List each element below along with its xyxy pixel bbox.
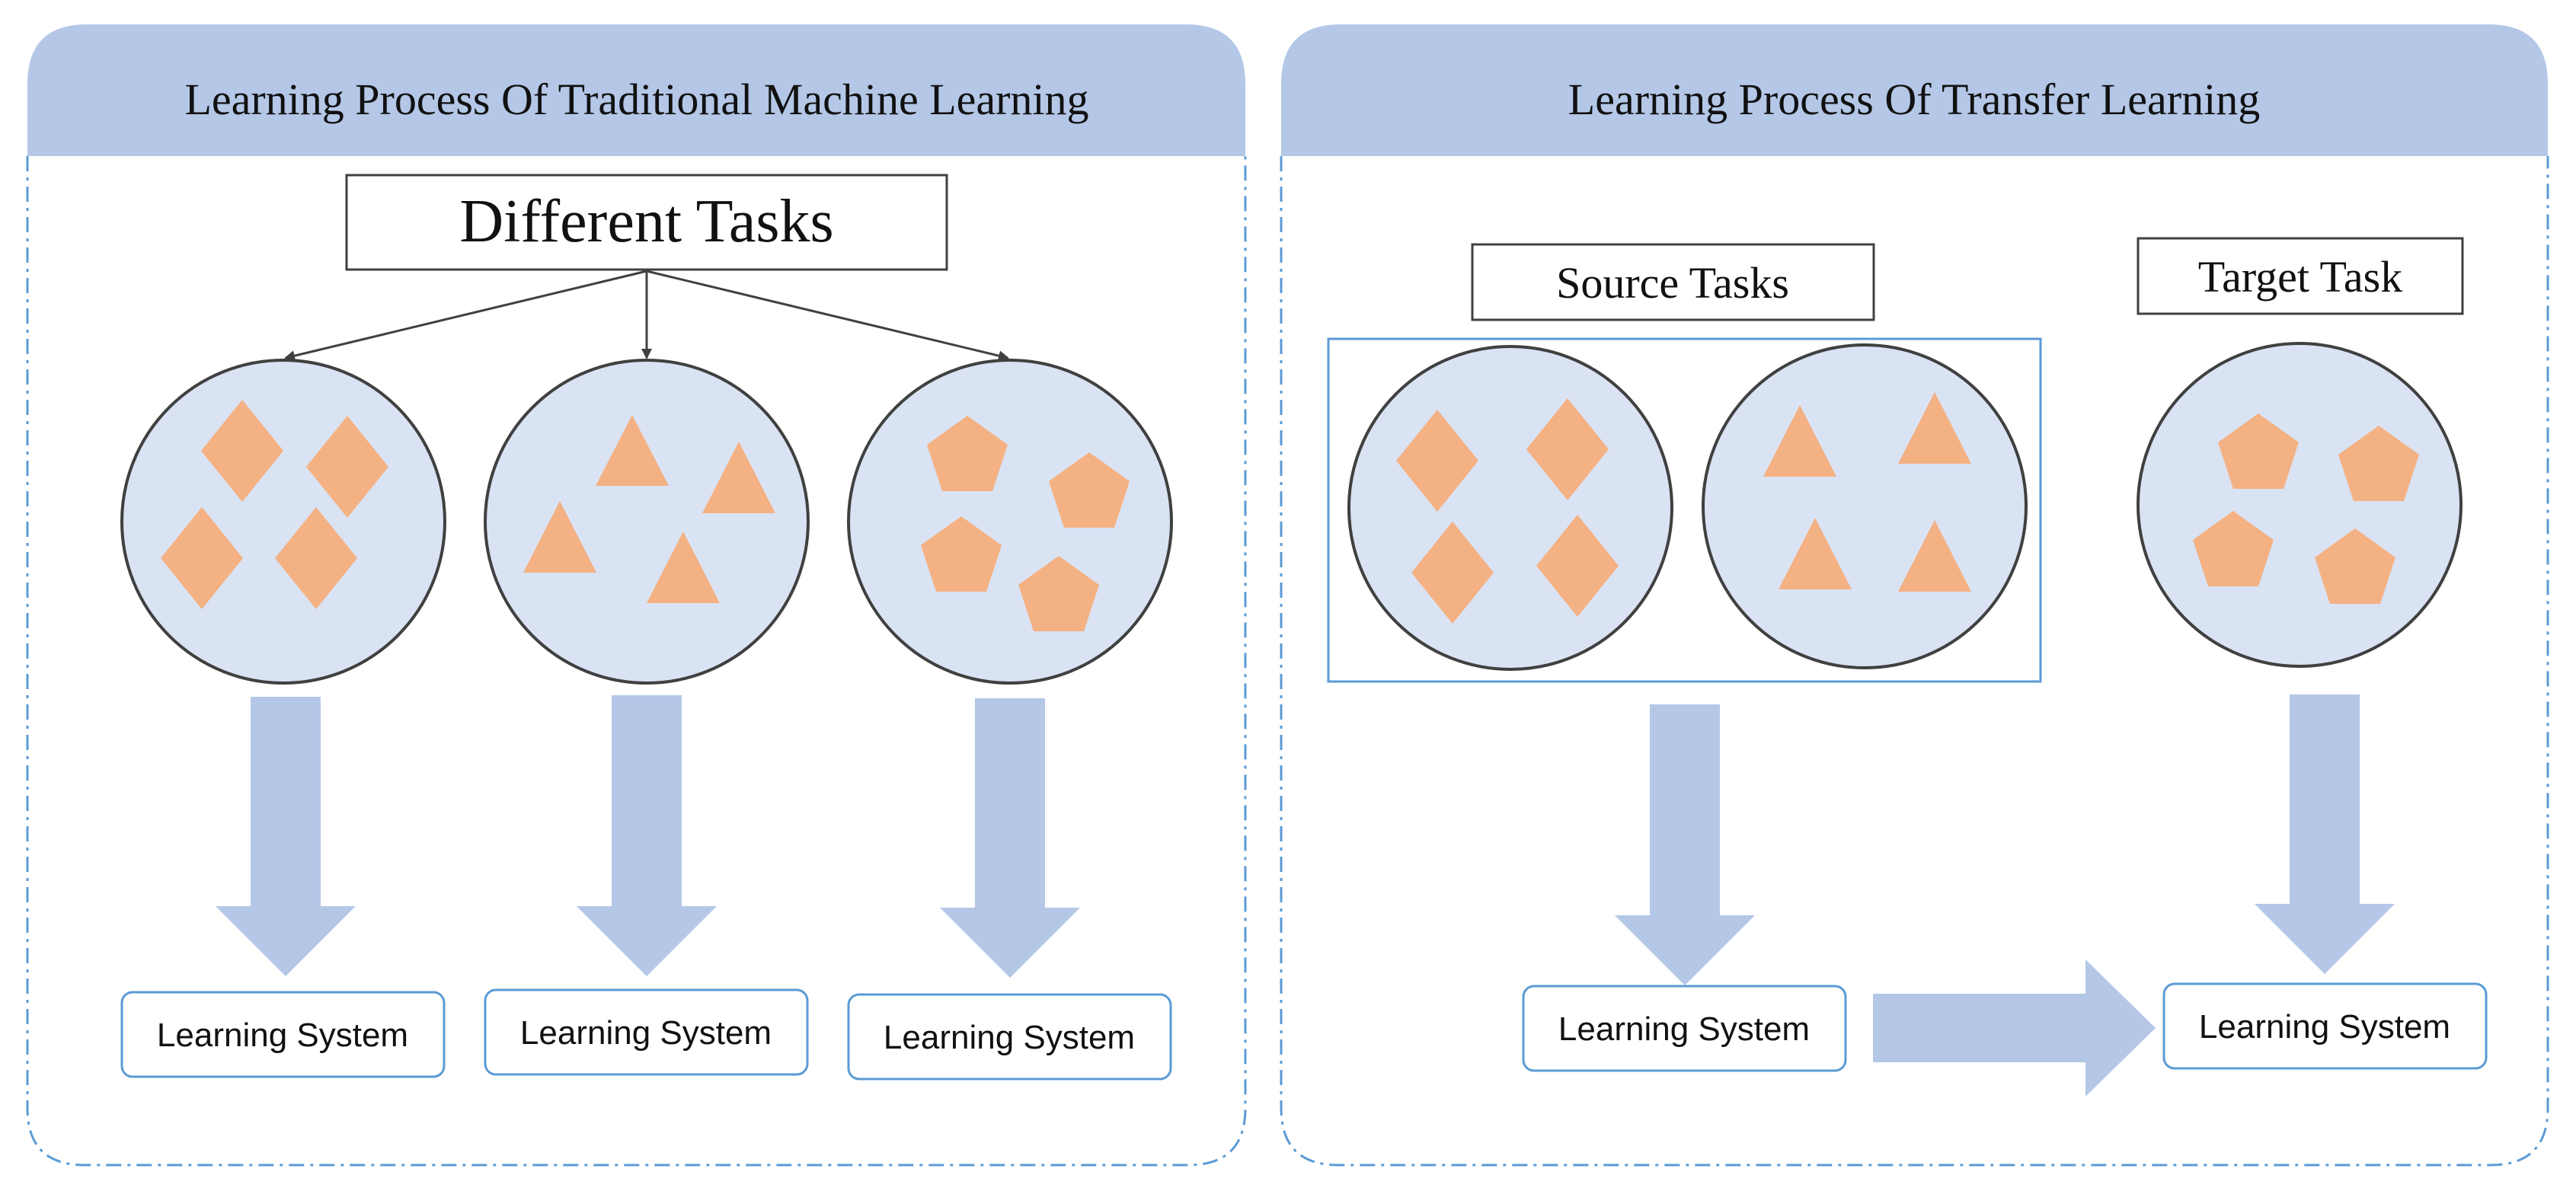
down-arrow: [577, 695, 717, 976]
task-circle-triangles: [484, 359, 810, 685]
target-learning-system-box: [2162, 982, 2488, 1070]
target-learning-system-label: Learning System: [2199, 1008, 2450, 1046]
learning-system-box: [484, 988, 809, 1076]
source-tasks-label: Source Tasks: [1556, 258, 1789, 308]
transfer-panel-header: [1281, 24, 2548, 156]
diamond-icon: [161, 400, 388, 609]
tasks-connector-right: [646, 270, 1009, 361]
different-tasks-box: [345, 174, 948, 271]
traditional-panel-title: Learning Process Of Traditional Machine …: [184, 75, 1088, 124]
diamond-icon: [1396, 398, 1619, 624]
target-circle-pentagons: [2137, 342, 2463, 668]
source-circle-diamonds: [1347, 345, 1673, 671]
learning-system-box: [847, 993, 1172, 1081]
traditional-column-2: Learning System: [484, 359, 810, 1076]
traditional-panel-header: [27, 24, 1245, 156]
traditional-column-3: Learning System: [847, 359, 1173, 1081]
source-tasks-group: [1327, 337, 2042, 683]
source-learning-system-box: [1522, 985, 1847, 1072]
triangle-icon: [1763, 392, 1971, 592]
transfer-panel-border: [1280, 156, 2549, 1167]
learning-system-label: Learning System: [157, 1017, 408, 1054]
source-learning-system-label: Learning System: [1558, 1010, 1810, 1048]
source-circle-triangles: [1702, 343, 2028, 669]
learning-system-label: Learning System: [884, 1019, 1135, 1056]
source-tasks-box: [1471, 243, 1875, 321]
different-tasks-label: Different Tasks: [459, 188, 833, 255]
down-arrow: [216, 697, 356, 976]
traditional-ml-panel: Learning Process Of Traditional Machine …: [26, 24, 1247, 1167]
pentagon-icon: [2193, 413, 2419, 604]
learning-system-label: Learning System: [520, 1014, 772, 1052]
learning-system-box: [120, 991, 446, 1078]
task-circle-pentagons: [847, 359, 1173, 685]
target-down-arrow: [2255, 694, 2395, 974]
target-task-box: [2137, 237, 2464, 315]
target-task-label: Target Task: [2198, 252, 2402, 302]
triangle-icon: [523, 415, 775, 603]
transfer-learning-panel: Learning Process Of Transfer Learning So…: [1280, 24, 2549, 1167]
traditional-column-1: Learning System: [120, 359, 446, 1078]
traditional-panel-border: [26, 156, 1247, 1167]
pentagon-icon: [921, 416, 1130, 631]
task-circle-diamonds: [120, 359, 446, 685]
transfer-panel-title: Learning Process Of Transfer Learning: [1568, 75, 2260, 124]
down-arrow: [940, 698, 1080, 978]
source-down-arrow: [1615, 704, 1755, 985]
tasks-connector-left: [284, 270, 647, 361]
transfer-arrow: [1873, 959, 2156, 1097]
